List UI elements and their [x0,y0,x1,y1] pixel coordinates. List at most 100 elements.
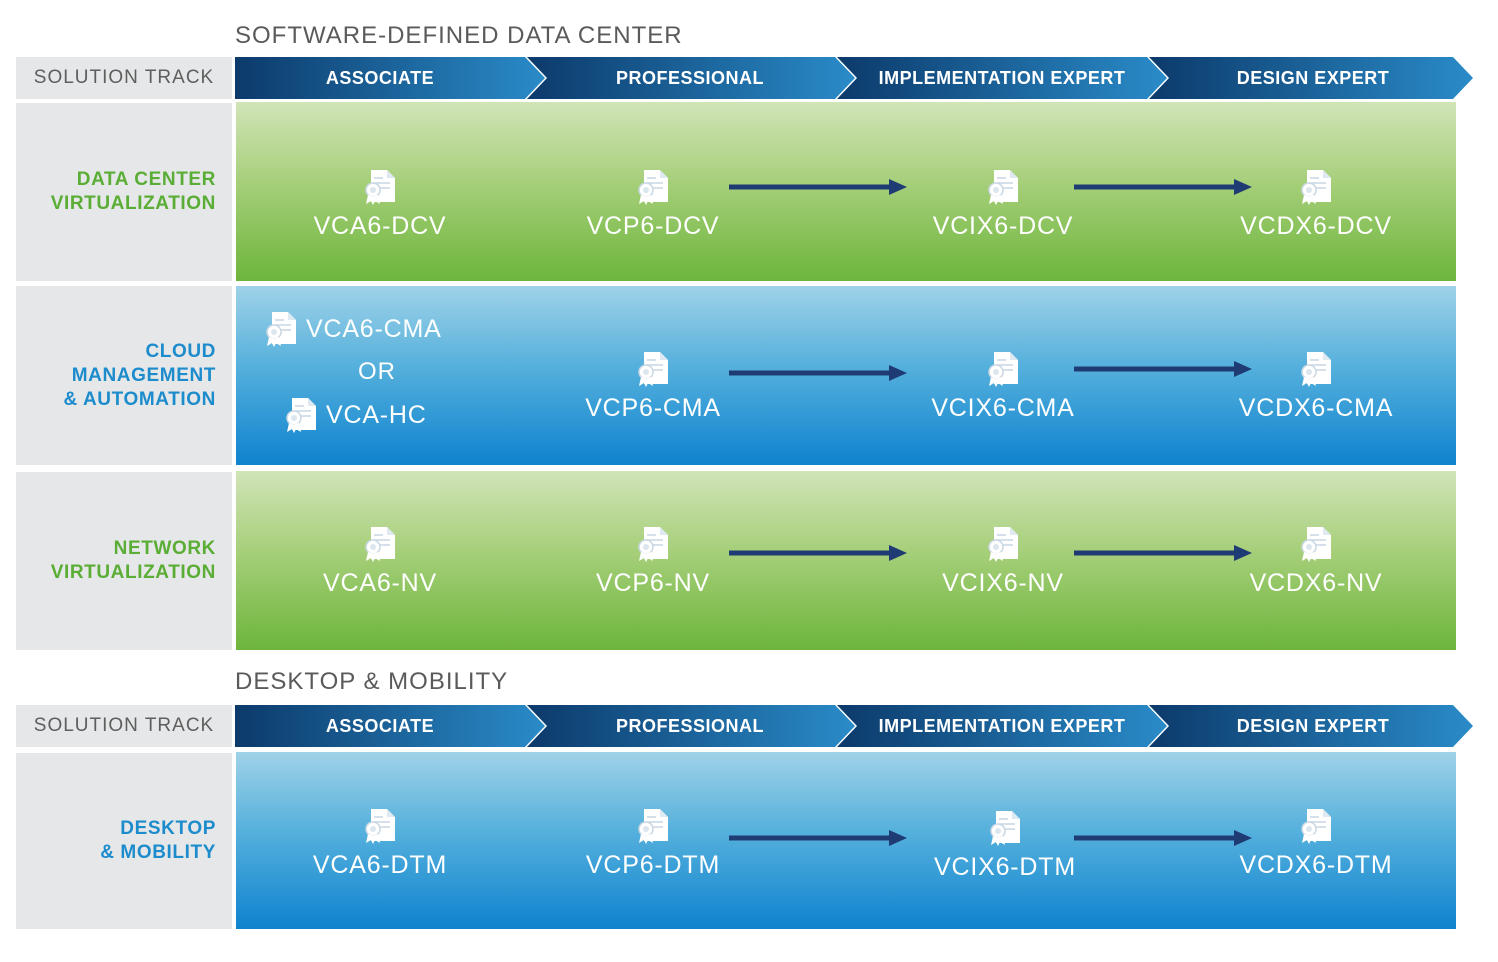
stage-implementation-expert: IMPLEMENTATION EXPERT [878,716,1126,736]
chevron-associate [235,57,545,99]
cert-label: VCP6-DCV [586,212,720,240]
stage-chevrons [235,57,1473,99]
row-band-dcv: VCA6-DCV VCP6-DCV VCIX6-DCV VCDX6-DCV [236,102,1456,281]
stage-design-expert: DESIGN EXPERT [1236,68,1390,88]
row-label-line: MANAGEMENT [71,364,216,386]
cert-label: VCP6-DTM [585,851,721,879]
certificate-icon [264,310,298,348]
certificate-icon [986,168,1020,206]
chevron-design [1149,57,1473,99]
chevron-professional [527,57,855,99]
certificate-icon [284,396,318,434]
stage-implementation-expert: IMPLEMENTATION EXPERT [878,68,1126,88]
cert-label: VCIX6-DCV [932,212,1074,240]
progression-arrow [1074,830,1252,846]
certificate-icon [636,807,670,845]
row-label-line: NETWORK [113,538,216,559]
cert-vcp6-cma: VCP6-CMA [563,350,743,423]
cert-vcix6-cma: VCIX6-CMA [913,350,1093,423]
cert-label: VCA6-DCV [313,212,447,240]
solution-track-label: SOLUTION TRACK [16,705,232,747]
certificate-icon [1299,525,1333,563]
solution-track-label: SOLUTION TRACK [16,57,232,99]
cert-label: VCDX6-DCV [1240,212,1392,240]
stage-associate: ASSOCIATE [325,68,435,88]
progression-arrow [1074,179,1252,195]
certificate-icon [363,525,397,563]
cert-label: VCDX6-CMA [1238,394,1394,422]
row-label-line: & MOBILITY [100,842,216,863]
progression-arrow [1074,361,1252,377]
certificate-icon [1299,807,1333,845]
progression-arrow [729,545,907,561]
row-label-line: VIRTUALIZATION [50,562,216,583]
cert-vcdx6-dtm: VCDX6-DTM [1226,807,1406,880]
cert-vca6-cma: VCA6-CMA [264,310,442,348]
cert-label: VCIX6-NV [942,569,1064,597]
cert-vcdx6-cma: VCDX6-CMA [1226,350,1406,423]
progression-arrow [729,179,907,195]
certificate-icon [636,168,670,206]
cert-label: VCA6-DTM [312,851,448,879]
row-label-dcv: DATA CENTER VIRTUALIZATION [16,103,232,281]
cert-vca6-nv: VCA6-NV [300,525,460,598]
chevron-design [1149,705,1473,747]
or-separator: OR [358,358,396,385]
certificate-icon [986,525,1020,563]
cert-label: VCDX6-DTM [1239,851,1393,879]
certificate-icon [363,168,397,206]
cert-label: VCIX6-DTM [934,853,1076,881]
chevron-associate [235,705,545,747]
progression-arrow [729,365,907,381]
row-label-line: VIRTUALIZATION [50,193,216,214]
row-label-cma: CLOUD MANAGEMENT & AUTOMATION [16,286,232,465]
certificate-icon [1299,350,1333,388]
cert-label: VCA6-NV [323,569,437,597]
cert-vca6-dtm: VCA6-DTM [290,807,470,880]
row-label-line: & AUTOMATION [63,388,216,410]
cert-vcp6-dcv: VCP6-DCV [573,168,733,241]
cert-vcix6-dcv: VCIX6-DCV [923,168,1083,241]
chevron-implementation [837,705,1167,747]
cert-label: VCP6-NV [596,569,710,597]
certificate-icon [363,807,397,845]
cert-vcdx6-dcv: VCDX6-DCV [1236,168,1396,241]
cert-vcdx6-nv: VCDX6-NV [1236,525,1396,598]
row-label-line: CLOUD [145,340,216,362]
stage-associate: ASSOCIATE [325,716,435,736]
row-label-dtm: DESKTOP & MOBILITY [16,753,232,929]
stage-header-band: ASSOCIATE PROFESSIONAL IMPLEMENTATION EX… [235,705,1475,747]
row-label-line: DESKTOP [120,818,216,839]
stage-chevrons [235,705,1473,747]
progression-arrow [729,830,907,846]
row-band-nv: VCA6-NV VCP6-NV VCIX6-NV VCDX6-NV [236,471,1456,650]
progression-arrow [1074,545,1252,561]
section-title-sddc: SOFTWARE-DEFINED DATA CENTER [235,22,683,49]
cert-vca6-dcv: VCA6-DCV [300,168,460,241]
certificate-icon [636,525,670,563]
section-title-desktop-mobility: DESKTOP & MOBILITY [235,668,509,695]
row-label-line: DATA CENTER [76,169,216,190]
cert-vcp6-nv: VCP6-NV [573,525,733,598]
cert-label: VCP6-CMA [585,394,721,422]
cert-vcix6-dtm: VCIX6-DTM [915,809,1095,882]
chevron-professional [527,705,855,747]
cert-label: VCIX6-CMA [931,394,1075,422]
certificate-icon [636,350,670,388]
cert-label: VCA-HC [326,400,427,429]
chevron-implementation [837,57,1167,99]
row-band-cma: VCA6-CMA OR VCA-HC VCP6-CMA VCIX6-CMA VC… [236,286,1456,465]
stage-professional: PROFESSIONAL [615,68,764,88]
stage-design-expert: DESIGN EXPERT [1236,716,1390,736]
stage-header-band: ASSOCIATE PROFESSIONAL IMPLEMENTATION EX… [235,57,1475,99]
cert-vcix6-nv: VCIX6-NV [923,525,1083,598]
certificate-icon [988,809,1022,847]
certificate-icon [1299,168,1333,206]
cert-label: VCDX6-NV [1249,569,1383,597]
row-band-dtm: VCA6-DTM VCP6-DTM VCIX6-DTM VCDX6-DTM [236,752,1456,929]
cert-vca-hc: VCA-HC [284,396,427,434]
cert-label: VCA6-CMA [306,314,442,343]
cert-vcp6-dtm: VCP6-DTM [563,807,743,880]
row-label-nv: NETWORK VIRTUALIZATION [16,472,232,650]
certificate-icon [986,350,1020,388]
